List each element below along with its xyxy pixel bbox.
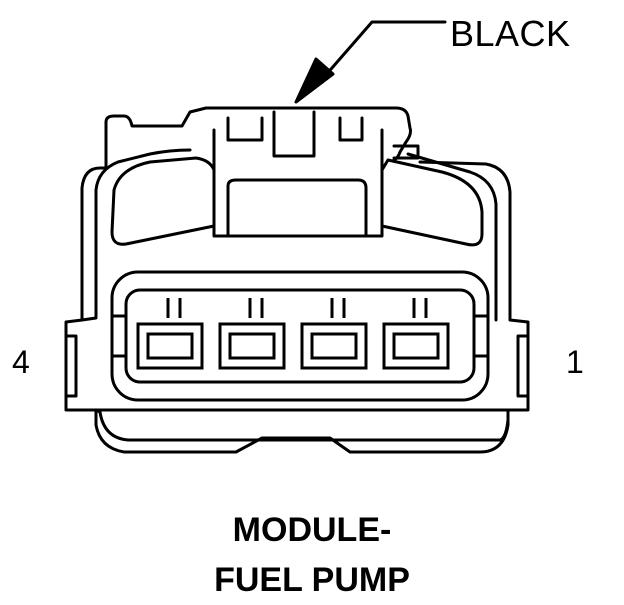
cavity-left-notch [110, 314, 128, 358]
outer-housing [64, 160, 530, 454]
terminal-pin-4 [136, 298, 204, 370]
top-latch-block [226, 116, 264, 142]
leader-arrowhead [294, 57, 335, 104]
pin-number-right: 1 [566, 344, 584, 380]
leader-line [316, 20, 447, 86]
terminal-pin-1 [382, 298, 450, 370]
inner-housing [80, 148, 510, 442]
title-line-1: MODULE- [232, 511, 392, 549]
inner-housing-right [406, 152, 498, 322]
top-latch-right-tab [338, 116, 364, 142]
right-side-tab [516, 334, 530, 398]
cavity-right-notch [472, 314, 490, 358]
top-center-key [272, 110, 316, 158]
wire-color-label: BLACK [450, 13, 571, 54]
pin-number-left: 4 [12, 344, 30, 380]
terminal-pin-3 [218, 298, 286, 370]
top-latch [104, 106, 412, 170]
connector-title: MODULE- FUEL PUMP [0, 505, 624, 605]
title-line-2: FUEL PUMP [214, 561, 410, 599]
top-latch-small-box [392, 144, 420, 160]
left-side-tab [64, 334, 78, 398]
terminal-cavity-outer [110, 270, 490, 402]
terminal-cavity-inner [124, 288, 476, 384]
terminal-pin-2 [300, 298, 368, 370]
shroud-right [380, 158, 484, 247]
center-keyway [212, 128, 384, 238]
shroud-left [110, 156, 216, 246]
